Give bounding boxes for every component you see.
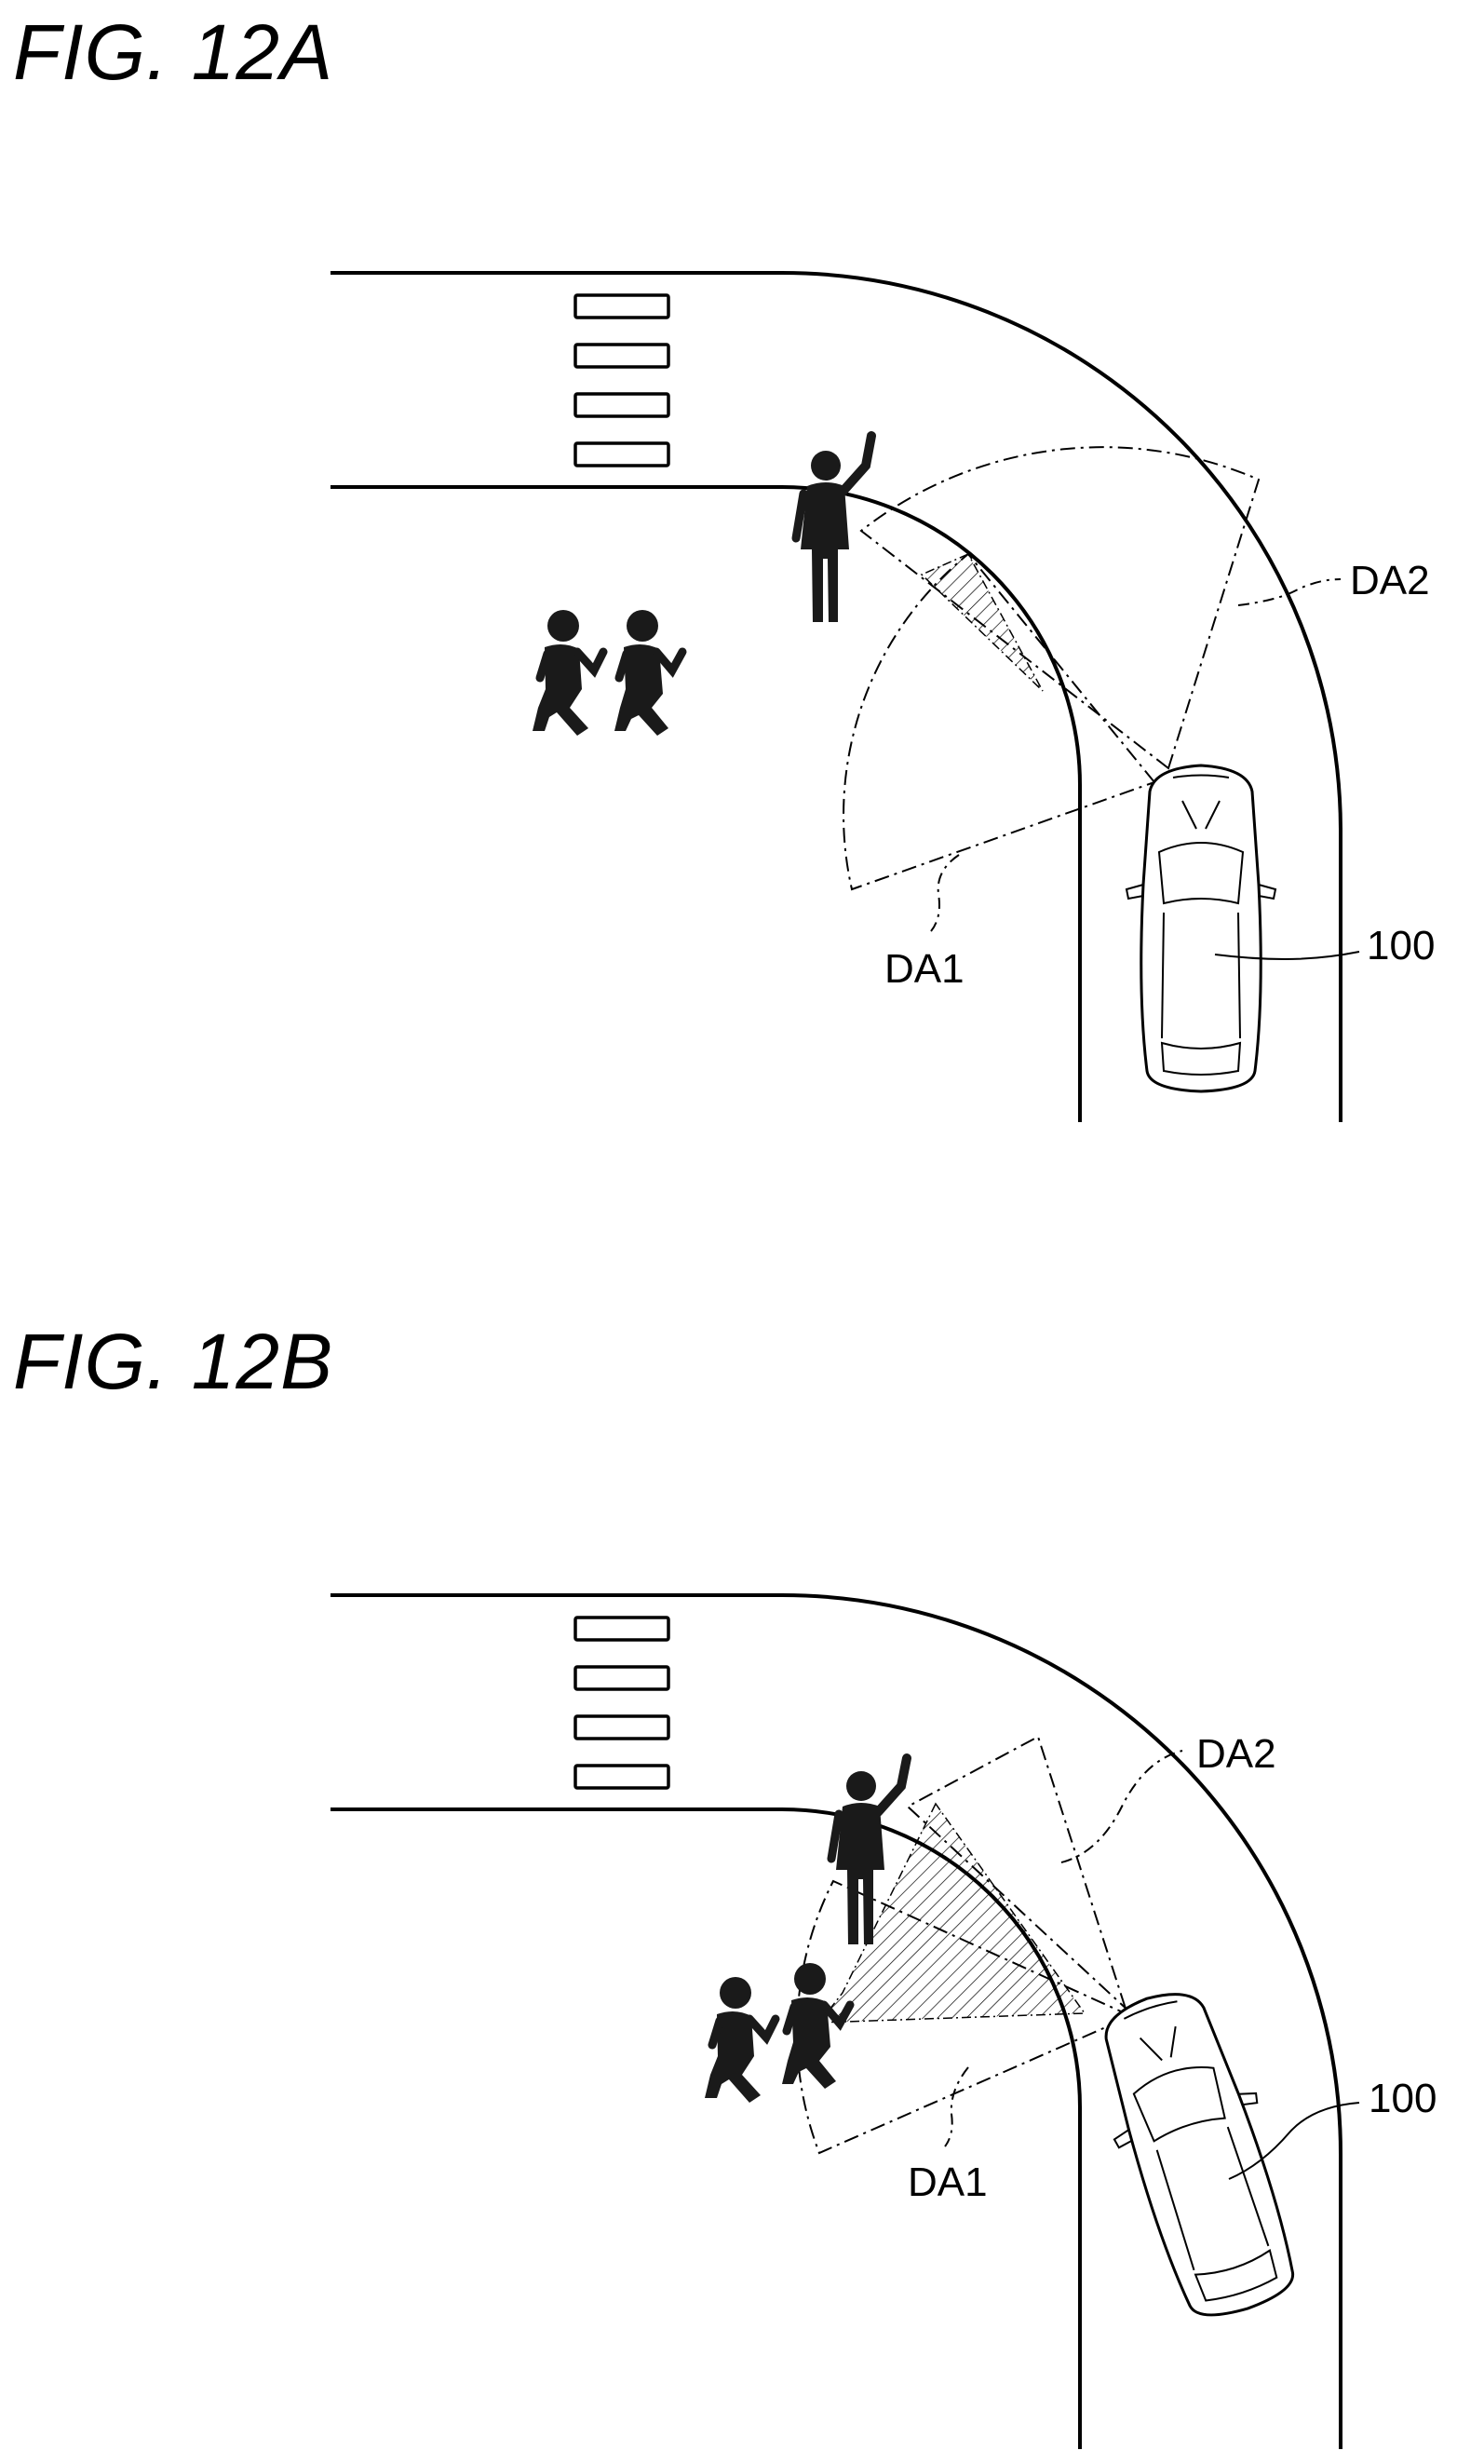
pedestrian-waving-12a	[796, 436, 871, 622]
detection-area-da1-12a	[843, 554, 1154, 889]
label-da2-12a: DA2	[1350, 558, 1430, 603]
vehicle-100-12a	[1126, 765, 1275, 1091]
label-vehicle-12a: 100	[1367, 923, 1435, 968]
label-da1-12b: DA1	[908, 2159, 988, 2205]
vehicle-100-12b	[1076, 1975, 1318, 2331]
children-pair-12b	[705, 1963, 850, 2103]
crosswalk-12a	[575, 295, 668, 466]
label-da1-12a: DA1	[884, 946, 965, 992]
children-pair-12a	[533, 610, 682, 736]
figure-12a-scene: DA2 DA1 100	[0, 0, 1484, 1155]
label-da2-12b: DA2	[1196, 1731, 1276, 1777]
figure-12b-scene: DA2 DA1 100	[0, 1304, 1484, 2464]
detection-area-da2-12a	[861, 447, 1259, 768]
crosswalk-12b	[575, 1618, 668, 1788]
label-vehicle-12b: 100	[1369, 2076, 1437, 2121]
